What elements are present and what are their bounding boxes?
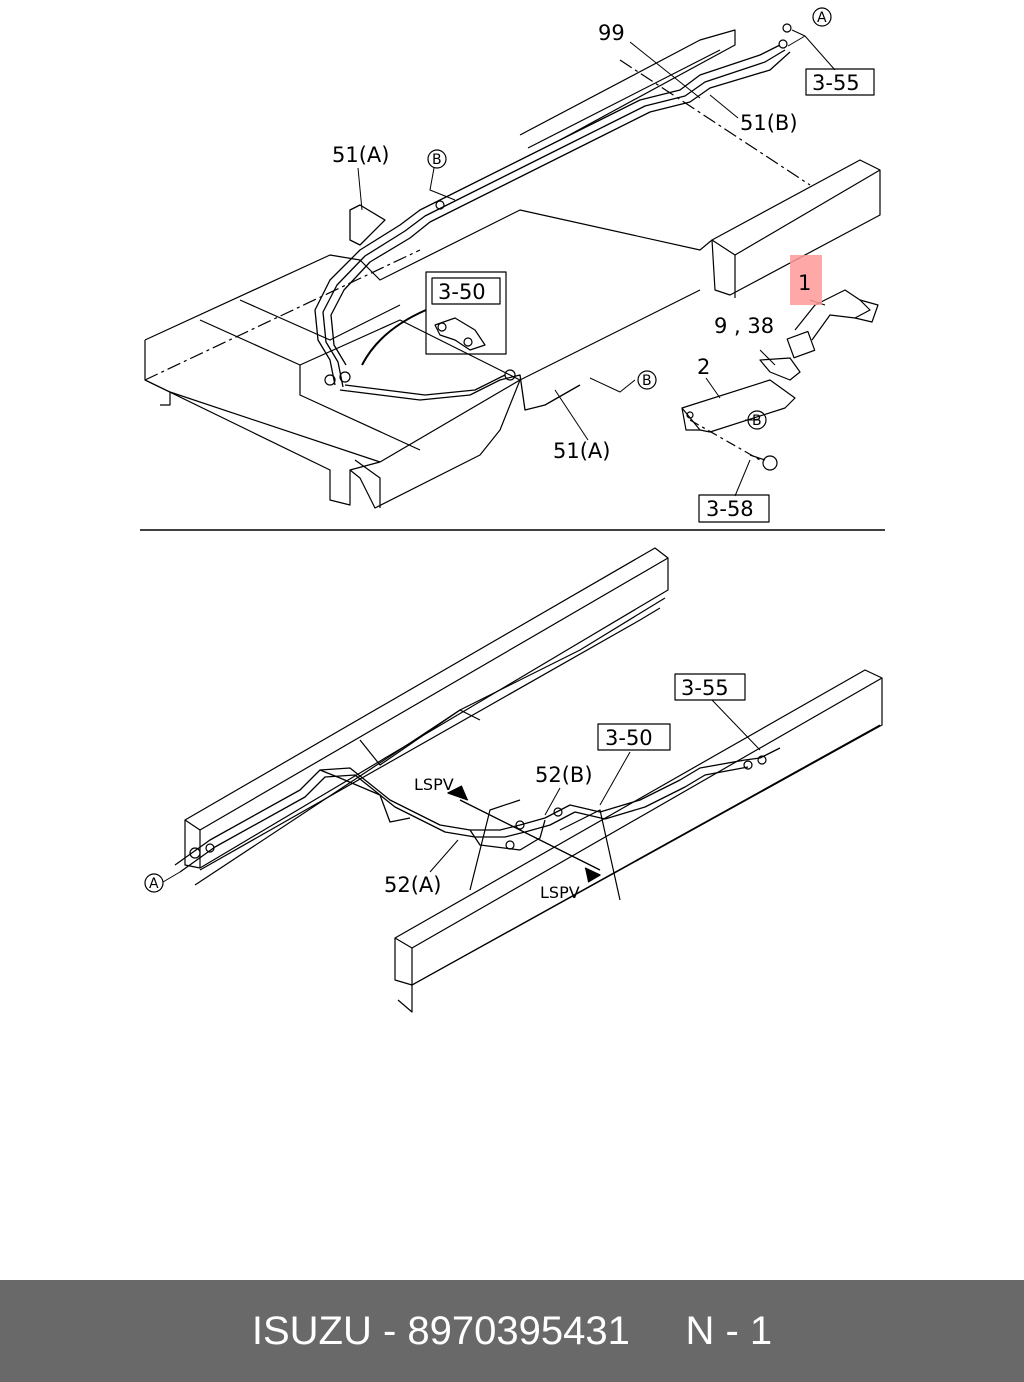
marker-b-top3: B: [752, 413, 762, 429]
ref-box-3-55-top: [805, 68, 875, 96]
marker-b-top2: B: [642, 373, 652, 389]
marker-circle-b-top3: [747, 410, 767, 430]
lspv-arrows: [447, 785, 601, 883]
callout-99: 99: [598, 21, 625, 45]
diagram-position: N - 1: [685, 1308, 773, 1353]
bolt: [749, 454, 778, 471]
marker-circle-a-bottom: [144, 873, 164, 893]
ref-box-3-58-top: [698, 494, 770, 523]
hose-clip: [759, 357, 801, 381]
top-fittings: [324, 23, 792, 386]
brand-name: ISUZU: [251, 1308, 372, 1353]
bottom-leaders: [162, 699, 761, 883]
callout-52a: 52(A): [384, 873, 441, 897]
part-footer-bar: ISUZU - 8970395431 N - 1: [0, 1280, 1024, 1382]
part-highlight: [790, 255, 822, 305]
marker-a-bottom: A: [149, 876, 159, 892]
separator: -: [382, 1308, 397, 1353]
marker-circle-a-top: [812, 7, 832, 27]
bottom-labels: 3-55 3-50 52(B) 52(A) LSPV LSPV A: [149, 676, 729, 902]
bottom-fittings: [189, 755, 767, 859]
parts-diagram: 99 51(B) 51(A) 51(A) 1 9 , 38 2 3-55 3-5…: [140, 7, 885, 1013]
callout-1: 1: [798, 271, 811, 295]
bottom-frame: [184, 547, 883, 1013]
lspv-label-top: LSPV: [414, 775, 454, 794]
callout-51a-bottom: 51(A): [553, 439, 610, 463]
callout-52b: 52(B): [535, 763, 593, 787]
ref-3-55-top: 3-55: [812, 71, 860, 95]
inset-valve-detail: [361, 271, 507, 366]
callout-51a-top: 51(A): [332, 143, 389, 167]
marker-a-top: A: [817, 10, 827, 26]
marker-circle-b-top2: [637, 370, 657, 390]
callout-51b: 51(B): [740, 111, 798, 135]
bottom-brake-pipes: [174, 747, 781, 873]
ref-box-3-50-top: [431, 277, 501, 305]
callout-2: 2: [697, 355, 710, 379]
marker-b-top1: B: [432, 152, 442, 168]
callout-9-38: 9 , 38: [714, 314, 774, 338]
ref-3-50-bottom: 3-50: [605, 726, 653, 750]
top-brake-pipes: [314, 44, 791, 411]
ref-box-3-50-bottom: [597, 723, 671, 751]
lspv-label-bottom: LSPV: [540, 883, 580, 902]
ref-box-3-55-bottom: [674, 673, 746, 701]
top-frame: [144, 29, 881, 509]
top-labels: 99 51(B) 51(A) 51(A) 1 9 , 38 2 3-55 3-5…: [332, 10, 860, 521]
marker-circle-b-top1: [427, 149, 447, 169]
bracket: [681, 379, 796, 433]
ref-3-50-top: 3-50: [438, 280, 486, 304]
ref-3-58-top: 3-58: [706, 497, 754, 521]
ref-3-55-bottom: 3-55: [681, 676, 729, 700]
part-number: 8970395431: [407, 1308, 630, 1353]
